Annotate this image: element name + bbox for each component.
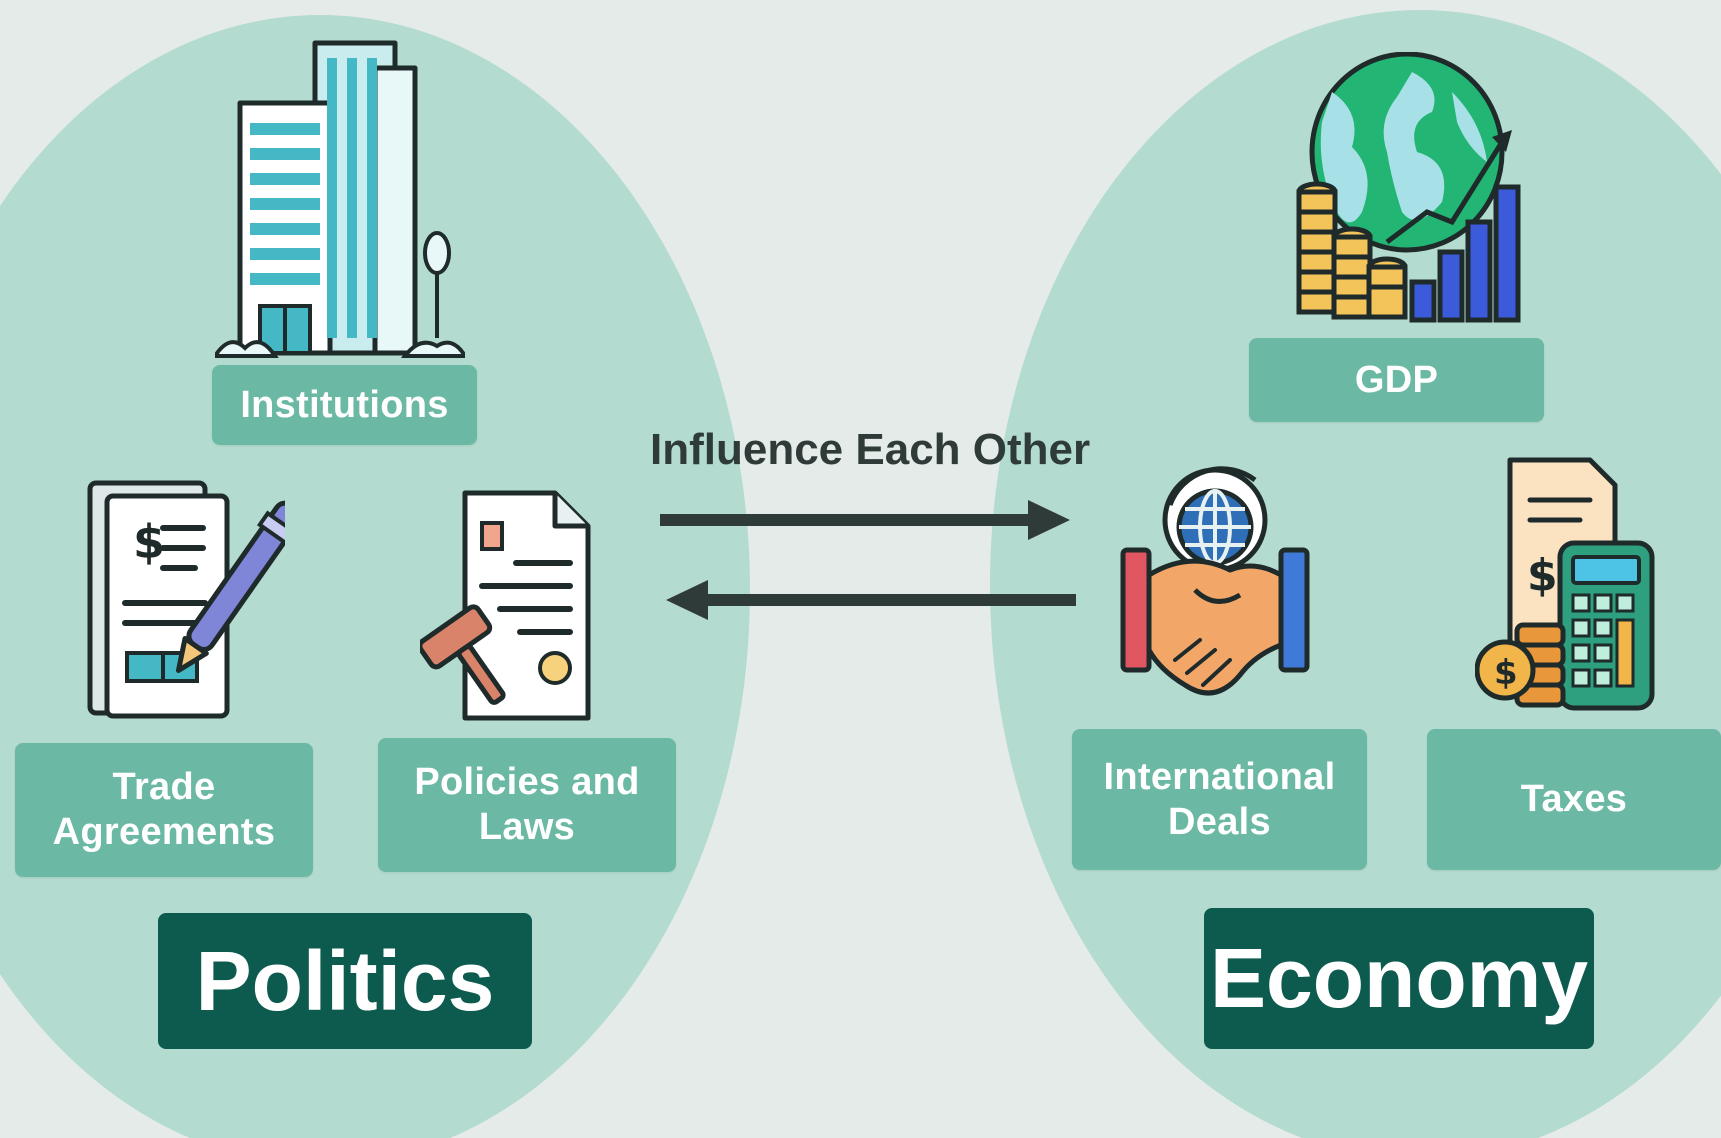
svg-text:$: $ — [133, 515, 165, 569]
economy-title: Economy — [1204, 908, 1594, 1049]
arrow-left-icon — [666, 580, 1076, 620]
influence-caption: Influence Each Other — [650, 425, 1091, 474]
contract-signing-icon: $ — [87, 480, 285, 719]
international-deals-label: International Deals — [1072, 729, 1367, 870]
svg-text:$: $ — [1527, 550, 1558, 601]
svg-text:$: $ — [1494, 653, 1518, 693]
tax-calculator-icon: $ $ — [1475, 457, 1655, 711]
policies-and-laws-label: Policies and Laws — [378, 738, 676, 872]
legal-document-gavel-icon — [420, 490, 591, 721]
handshake-globe-icon — [1120, 466, 1310, 696]
trade-agreements-label: Trade Agreements — [15, 743, 313, 877]
institutions-label: Institutions — [212, 365, 477, 445]
globe-growth-chart-icon — [1296, 52, 1521, 323]
politics-title: Politics — [158, 913, 532, 1049]
arrow-right-icon — [660, 500, 1070, 540]
taxes-label: Taxes — [1427, 729, 1721, 870]
gdp-label: GDP — [1249, 338, 1544, 422]
office-building-icon — [215, 40, 465, 358]
